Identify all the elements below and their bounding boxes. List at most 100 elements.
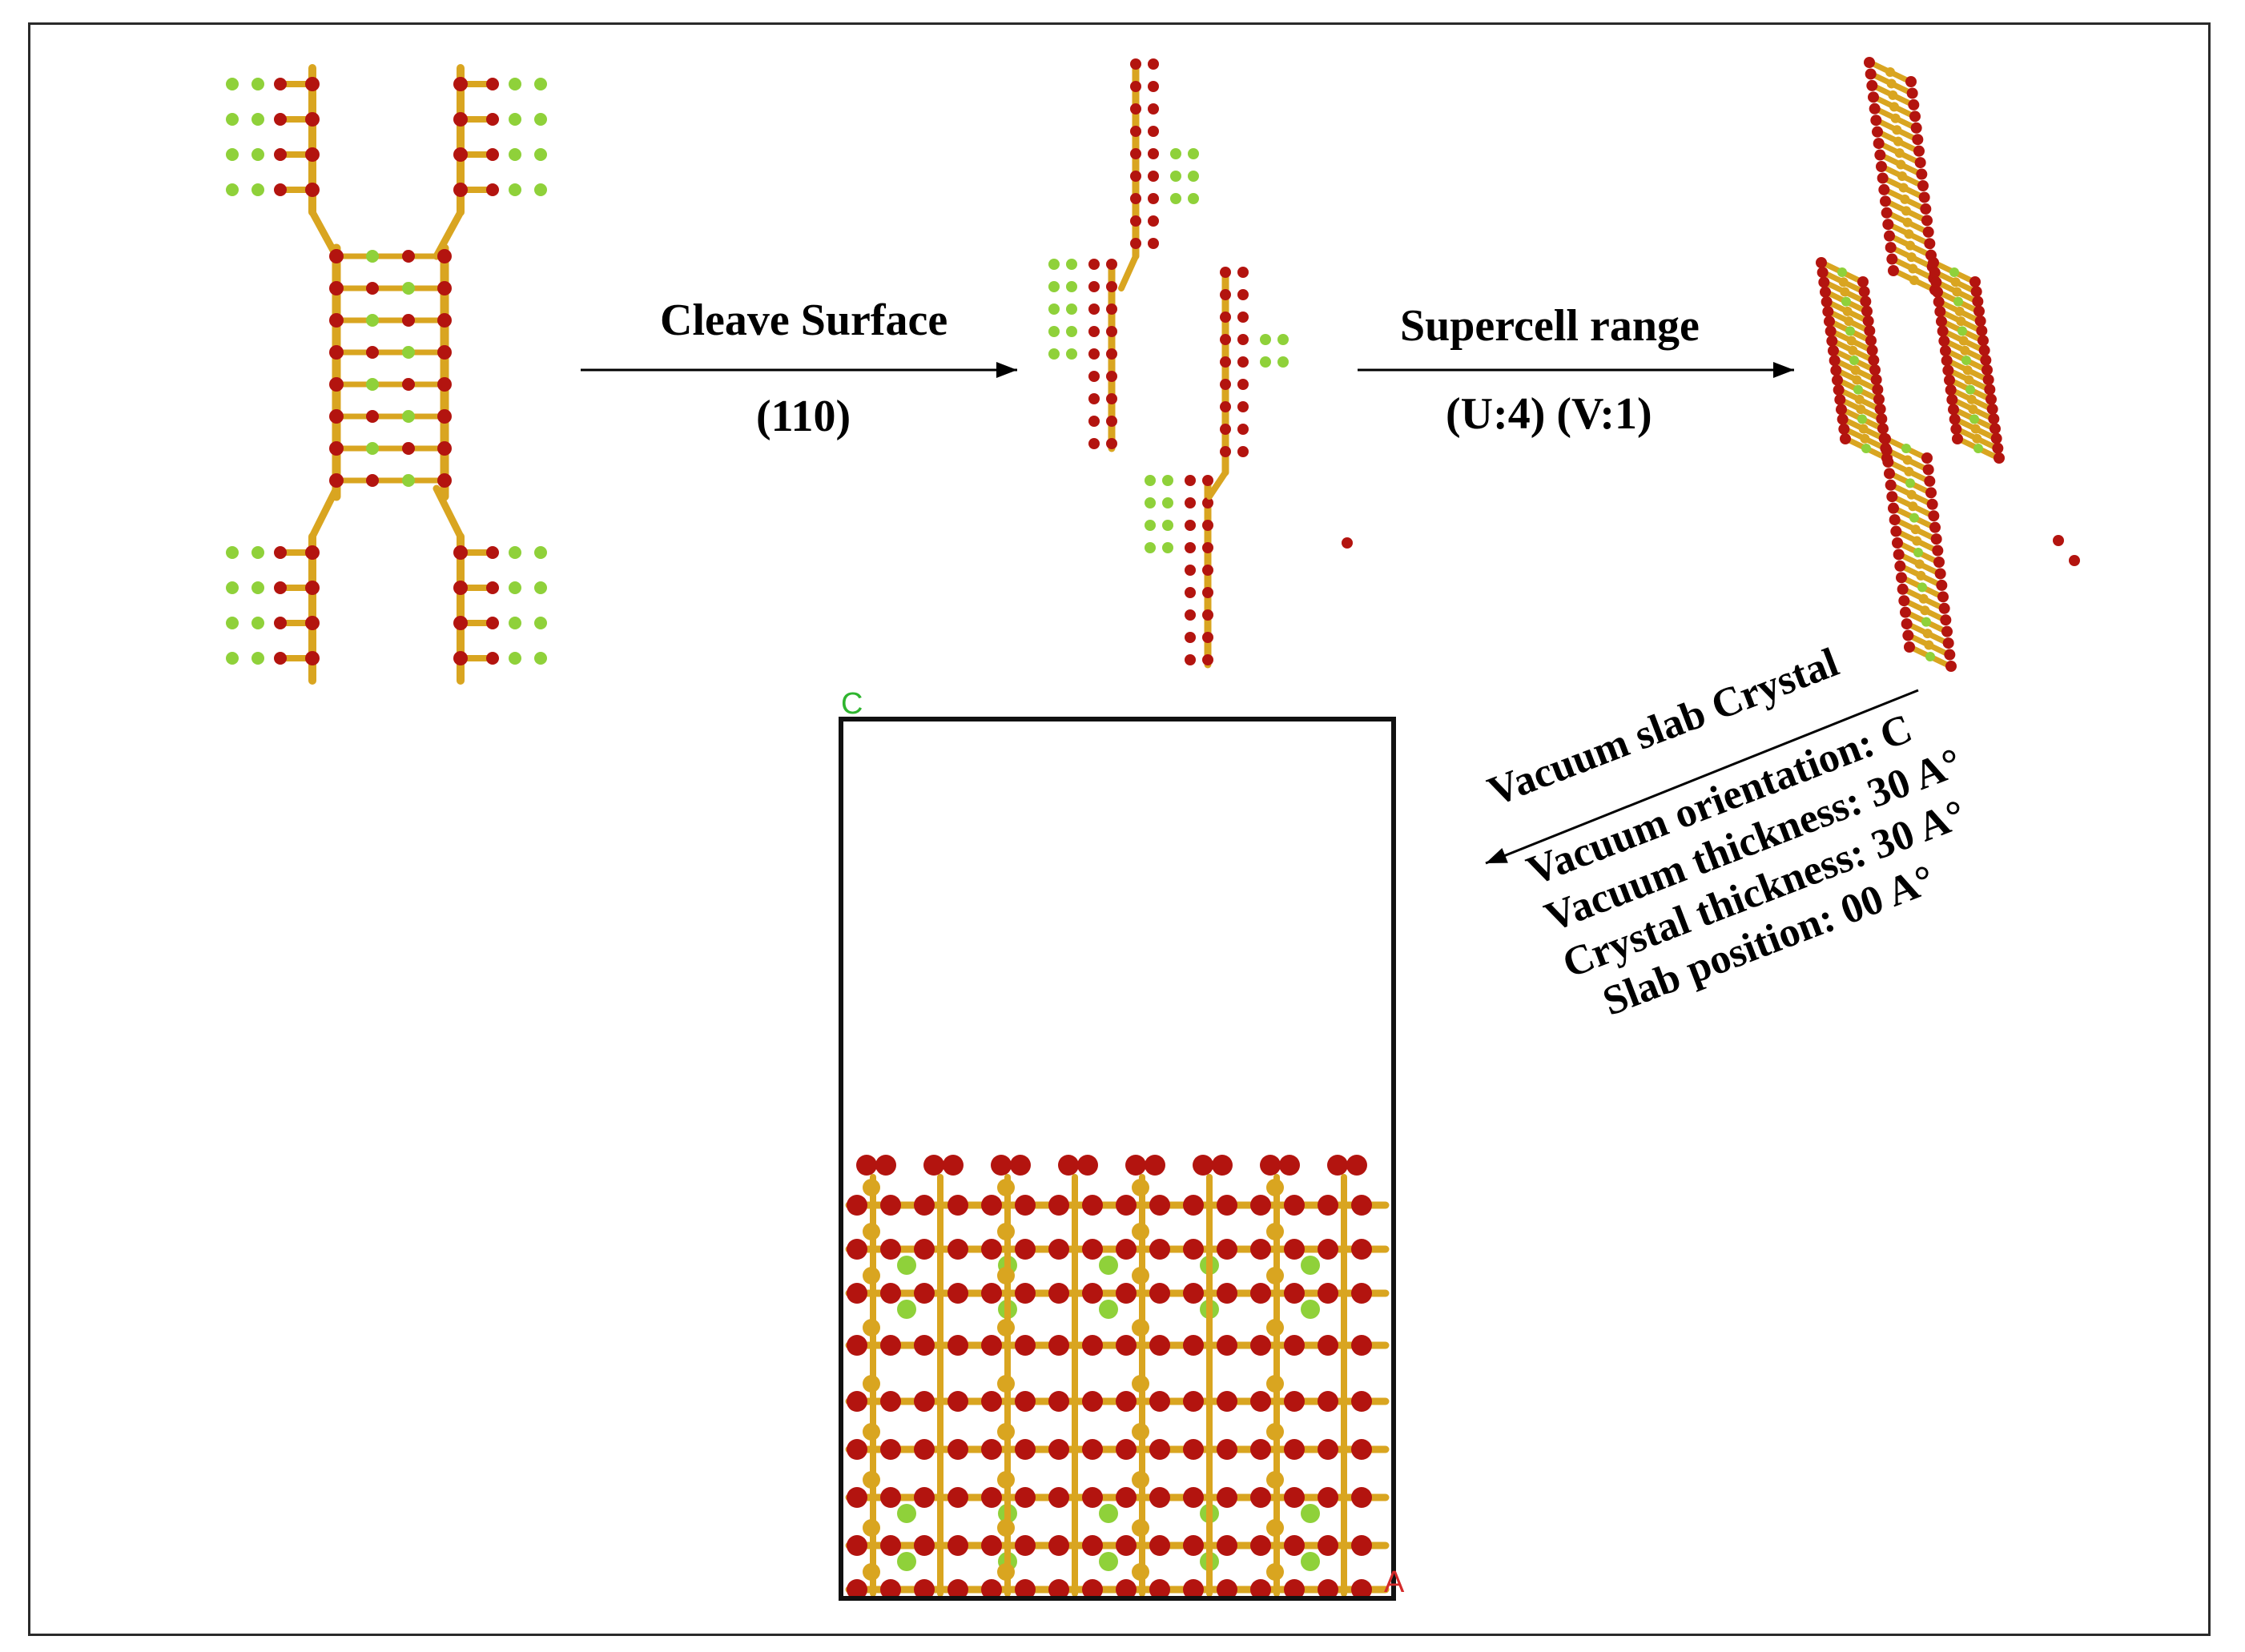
bond <box>1206 469 1229 500</box>
oxygen-atom <box>1937 591 1949 603</box>
oxygen-atom <box>1048 1195 1069 1216</box>
oxygen-atom <box>329 313 344 328</box>
atom <box>402 378 415 391</box>
oxygen-atom <box>329 281 344 295</box>
oxygen-atom <box>1260 1155 1281 1176</box>
magnesium-atom <box>226 652 239 665</box>
oxygen-atom <box>1237 424 1249 435</box>
oxygen-atom <box>1870 115 1882 127</box>
atom <box>402 474 415 487</box>
oxygen-atom <box>1048 1239 1069 1260</box>
oxygen-atom <box>947 1195 968 1216</box>
oxygen-atom <box>1202 565 1213 576</box>
oxygen-atom <box>880 1239 901 1260</box>
oxygen-atom <box>1944 374 1955 386</box>
oxygen-atom <box>1048 1335 1069 1356</box>
oxygen-atom <box>1149 1391 1170 1412</box>
oxygen-atom <box>274 113 287 126</box>
oxygen-atom <box>1148 215 1159 227</box>
oxygen-atom <box>1342 537 1353 549</box>
oxygen-atom <box>1237 334 1249 345</box>
oxygen-atom <box>847 1439 867 1460</box>
supercell-range-label: Supercell range <box>1400 301 1700 351</box>
atom <box>1885 67 1895 77</box>
oxygen-atom <box>847 1535 867 1556</box>
oxygen-atom <box>1834 394 1846 406</box>
oxygen-atom <box>1217 1487 1237 1508</box>
figure-frame <box>28 22 2211 1636</box>
oxygen-atom <box>1217 1335 1237 1356</box>
oxygen-atom <box>1942 364 1954 376</box>
oxygen-atom <box>1941 625 1953 637</box>
oxygen-atom <box>914 1391 935 1412</box>
oxygen-atom <box>274 617 287 629</box>
atom <box>1964 375 1974 385</box>
oxygen-atom <box>1940 345 1951 356</box>
magnesium-atom <box>897 1300 916 1319</box>
magnesium-atom <box>1277 356 1289 368</box>
atom <box>1888 90 1898 100</box>
oxygen-atom <box>1148 171 1159 182</box>
oxygen-atom <box>274 581 287 594</box>
oxygen-atom <box>847 1579 867 1600</box>
oxygen-atom <box>847 1283 867 1304</box>
oxygen-atom <box>1130 171 1141 182</box>
oxygen-atom <box>1279 1155 1300 1176</box>
oxygen-atom <box>914 1335 935 1356</box>
oxygen-atom <box>1913 145 1925 157</box>
oxygen-atom <box>1116 1579 1137 1600</box>
atom <box>1921 617 1931 627</box>
oxygen-atom <box>847 1239 867 1260</box>
oxygen-atom <box>1896 572 1907 584</box>
oxygen-atom <box>880 1283 901 1304</box>
oxygen-atom <box>1990 423 2001 435</box>
oxygen-atom <box>1985 393 1997 405</box>
oxygen-atom <box>1148 126 1159 137</box>
oxygen-atom <box>1202 654 1213 665</box>
oxygen-atom <box>1902 629 1914 641</box>
oxygen-atom <box>1877 423 1889 435</box>
oxygen-atom <box>1908 98 1920 111</box>
magnesium-atom <box>509 78 521 90</box>
atom <box>1840 287 1850 297</box>
atom <box>1842 306 1853 316</box>
magnesium-atom <box>1048 281 1060 292</box>
oxygen-atom <box>1318 1535 1338 1556</box>
oxygen-atom <box>1284 1391 1305 1412</box>
oxygen-atom <box>1106 438 1117 449</box>
oxygen-atom <box>1992 442 2004 454</box>
atom <box>366 250 379 263</box>
oxygen-atom <box>274 652 287 665</box>
oxygen-atom <box>1318 1391 1338 1412</box>
oxygen-atom <box>1882 219 1894 231</box>
oxygen-atom <box>1874 403 1886 415</box>
oxygen-atom <box>1857 276 1869 287</box>
atom <box>1965 384 1975 395</box>
oxygen-atom <box>1220 312 1231 323</box>
oxygen-atom <box>1933 295 1945 307</box>
oxygen-atom <box>1088 259 1100 270</box>
oxygen-atom <box>1940 614 1952 626</box>
magnesium-atom <box>251 652 264 665</box>
oxygen-atom <box>1250 1439 1271 1460</box>
atom <box>402 282 415 295</box>
atom <box>1901 444 1911 453</box>
oxygen-atom <box>1990 432 2002 444</box>
oxygen-atom <box>1933 557 1945 568</box>
oxygen-atom <box>1974 315 1986 327</box>
atom <box>402 410 415 423</box>
oxygen-atom <box>1932 286 1943 298</box>
magnesium-atom <box>534 148 547 161</box>
oxygen-atom <box>1318 1439 1338 1460</box>
oxygen-atom <box>1981 364 1993 376</box>
oxygen-atom <box>1830 364 1842 376</box>
atom <box>1853 384 1863 395</box>
oxygen-atom <box>1106 259 1117 270</box>
oxygen-atom <box>305 651 320 665</box>
oxygen-atom <box>880 1439 901 1460</box>
oxygen-atom <box>1015 1487 1036 1508</box>
oxygen-atom <box>1920 203 1932 215</box>
oxygen-atom <box>1185 654 1196 665</box>
magnesium-atom <box>509 113 521 126</box>
magnesium-atom <box>534 652 547 665</box>
